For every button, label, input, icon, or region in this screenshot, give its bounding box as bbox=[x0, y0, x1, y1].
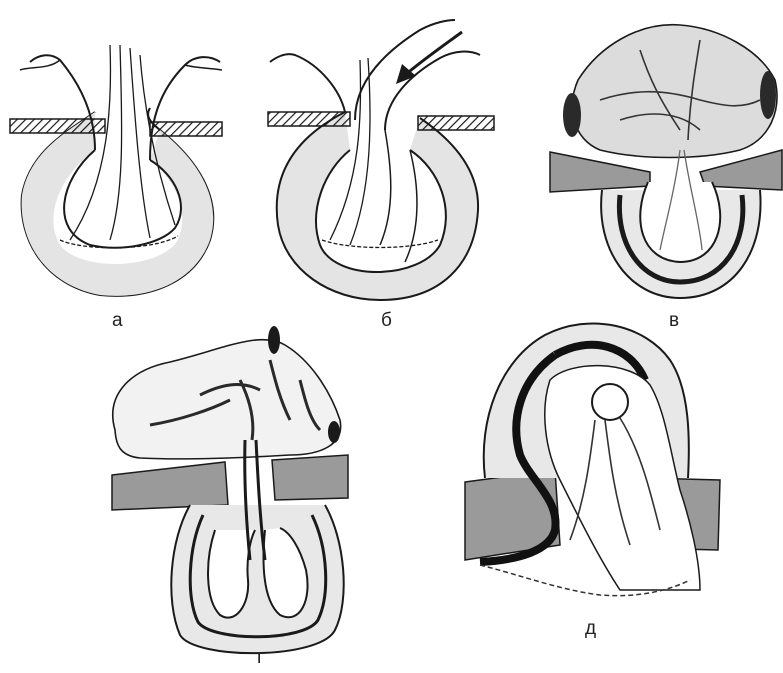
panel-b-bowel-loop bbox=[355, 20, 480, 130]
panel-v-sac-inner bbox=[640, 182, 720, 262]
panel-a-label: а bbox=[112, 311, 123, 330]
panel-b-arrow bbox=[404, 32, 462, 76]
panel-d-drawing bbox=[465, 323, 720, 595]
panel-v-bowel-mass bbox=[572, 25, 777, 158]
panel-d-label: д bbox=[585, 619, 596, 638]
panel-v-bowel-lumen-right bbox=[760, 71, 776, 119]
panel-g-bowel-lumen-top bbox=[268, 326, 280, 354]
panel-b-abdominal-wall-left bbox=[268, 112, 350, 126]
panel-b-neck-left bbox=[270, 54, 345, 112]
panel-b-drawing bbox=[270, 20, 480, 300]
panel-a-drawing bbox=[20, 45, 222, 296]
panel-a-abdominal-wall-left bbox=[10, 119, 105, 133]
panel-g-label: г bbox=[257, 648, 264, 667]
panel-b-label: б bbox=[381, 311, 392, 330]
panel-v-bowel-lumen-left bbox=[563, 93, 581, 137]
panel-v-drawing bbox=[550, 25, 782, 298]
panel-a-neck-left-outer bbox=[20, 60, 60, 70]
panel-a-abdominal-wall-right bbox=[150, 122, 222, 136]
panel-g-wall-right bbox=[272, 455, 348, 500]
panel-b-abdominal-wall-right bbox=[418, 116, 494, 130]
panel-g-wall-left bbox=[112, 462, 228, 510]
panel-v-label: в bbox=[669, 311, 679, 330]
panel-g-drawing bbox=[112, 326, 348, 653]
panel-g-bowel-lumen-right bbox=[328, 421, 340, 443]
panel-v-wall-left bbox=[550, 152, 650, 192]
panel-b-inner-outline bbox=[316, 150, 446, 272]
panel-a-neck-right-outer bbox=[185, 65, 222, 70]
panel-d-bowel-loop bbox=[592, 384, 628, 420]
